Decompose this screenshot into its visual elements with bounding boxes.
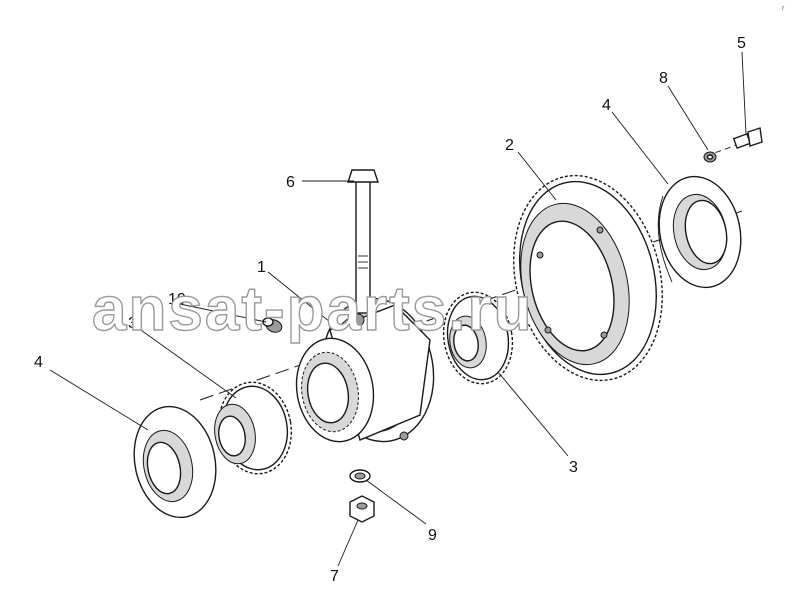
short-bolt bbox=[732, 127, 763, 149]
cover-plate-right bbox=[657, 175, 742, 289]
callout-4-left: 4 bbox=[34, 354, 43, 371]
spline-gear-left bbox=[214, 381, 293, 475]
callout-5: 5 bbox=[737, 35, 746, 52]
plug bbox=[262, 317, 283, 333]
callout-labels: 1 2 3 3 4 4 5 6 7 8 9 10 bbox=[34, 35, 746, 585]
small-washer bbox=[703, 151, 717, 163]
differential-housing bbox=[295, 297, 435, 443]
corner-mark: r bbox=[782, 5, 785, 12]
callout-3-right: 3 bbox=[569, 459, 578, 476]
washer bbox=[349, 469, 371, 483]
cover-plate-left bbox=[133, 405, 217, 519]
callout-6: 6 bbox=[286, 174, 295, 191]
callout-9: 9 bbox=[428, 527, 437, 544]
watermark: ansat-parts.ru bbox=[92, 275, 533, 344]
callout-2: 2 bbox=[505, 137, 514, 154]
callout-7: 7 bbox=[330, 568, 339, 585]
nut bbox=[349, 495, 375, 523]
callout-3-left: 3 bbox=[128, 315, 137, 332]
spline-gear-right bbox=[442, 291, 514, 385]
long-bolt bbox=[347, 169, 379, 314]
callout-1: 1 bbox=[257, 259, 266, 276]
ring-gear bbox=[513, 174, 663, 382]
callout-10: 10 bbox=[168, 291, 186, 308]
callout-4-right: 4 bbox=[602, 97, 611, 114]
leader-lines bbox=[49, 51, 747, 567]
callout-8: 8 bbox=[659, 70, 668, 87]
